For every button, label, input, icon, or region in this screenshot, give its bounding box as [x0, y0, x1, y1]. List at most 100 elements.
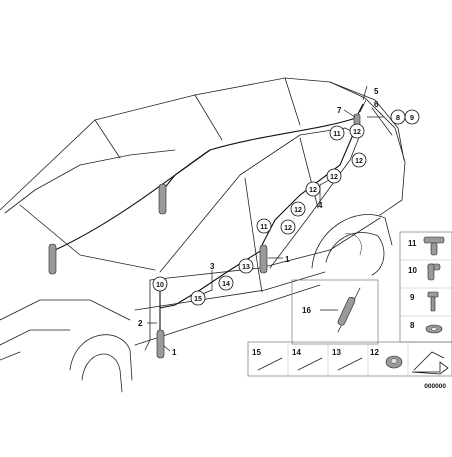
- leader-lines: [147, 85, 383, 352]
- legend-label-10: 10: [408, 266, 417, 275]
- legend-label-8: 8: [410, 321, 415, 330]
- circle-9: 9: [404, 109, 420, 125]
- legend-label-13: 13: [332, 348, 341, 357]
- car-outline: [0, 77, 406, 393]
- legend-side: 11 10 9 8: [399, 231, 452, 343]
- leader-3: [199, 270, 213, 296]
- svg-text:13: 13: [242, 264, 250, 271]
- valve-b-pillar: [259, 244, 268, 274]
- leader-7: [343, 109, 356, 118]
- circle-12-mid1: 12: [326, 168, 342, 184]
- circle-12-top: 12: [349, 123, 365, 139]
- rear-wheel-arch: [311, 214, 393, 269]
- b-pillar: [244, 177, 259, 269]
- circle-11-top: 11: [329, 125, 345, 141]
- circle-10: 10: [152, 276, 168, 292]
- callout-circles: 8 9 11 12 12 12 12 12: [152, 109, 420, 306]
- legend-label-9: 9: [410, 293, 415, 302]
- circle-12-rear: 12: [351, 152, 367, 168]
- roof-hose: [54, 103, 364, 251]
- legend-bottom: 15 14 13 12: [247, 341, 452, 377]
- svg-text:12: 12: [294, 207, 302, 214]
- callout-7: 7: [337, 106, 342, 115]
- rear-wheel-spoke: [344, 233, 362, 256]
- hose-segment-13-icon: [337, 357, 363, 371]
- circle-12-low: 12: [280, 219, 296, 235]
- svg-text:8: 8: [396, 113, 400, 122]
- rear-door-line: [299, 137, 319, 209]
- svg-text:11: 11: [333, 131, 341, 138]
- legend-side-frame: [399, 231, 452, 343]
- front-fender: [0, 299, 131, 321]
- svg-text:12: 12: [353, 129, 361, 136]
- screw-icon: [427, 291, 439, 312]
- svg-text:12: 12: [309, 187, 317, 194]
- valve-front-left: [48, 243, 57, 275]
- svg-text:9: 9: [410, 113, 414, 122]
- hose-segment-15-icon: [257, 357, 283, 371]
- sill-line: [134, 284, 321, 346]
- svg-text:11: 11: [260, 224, 268, 231]
- legend-label-12: 12: [370, 348, 379, 357]
- svg-text:12: 12: [330, 174, 338, 181]
- circle-8: 8: [390, 109, 406, 125]
- leader-5: [362, 85, 368, 101]
- svg-text:12: 12: [284, 225, 292, 232]
- clip-12-icon: [385, 355, 403, 369]
- circle-12-mid3: 12: [290, 201, 306, 217]
- detail-16-box: [291, 279, 379, 345]
- circle-12-mid2: 12: [305, 181, 321, 197]
- legend-bottom-frame: [247, 341, 452, 377]
- roof-line: [0, 77, 405, 211]
- drain-valves: [48, 113, 361, 359]
- legend-label-15: 15: [252, 348, 261, 357]
- trunk-edge: [371, 107, 393, 136]
- detail-16-frame: [291, 279, 379, 345]
- callout-6: 6: [374, 100, 379, 109]
- a-pillar-left: [94, 119, 121, 159]
- callout-1b: 1: [285, 255, 290, 264]
- circle-14: 14: [218, 275, 234, 291]
- front-wheel-arch: [69, 334, 133, 381]
- svg-text:14: 14: [222, 281, 230, 288]
- circle-11-pillar: 11: [256, 218, 272, 234]
- drain-hoses: [54, 103, 364, 330]
- svg-text:15: 15: [194, 296, 202, 303]
- valve-a-pillar: [158, 183, 167, 215]
- svg-text:12: 12: [355, 158, 363, 165]
- c-pillar-line: [284, 77, 301, 126]
- svg-text:10: 10: [156, 282, 164, 289]
- callout-3: 3: [210, 262, 215, 271]
- leader-6: [359, 99, 367, 113]
- rear-wheel: [325, 232, 385, 276]
- hood-line: [19, 204, 156, 271]
- tee-connector-icon: [423, 236, 445, 256]
- valve-front-sill: [156, 329, 165, 359]
- arrow-symbol-icon: [411, 351, 449, 375]
- hose-segment-14-icon: [297, 357, 323, 371]
- callout-2: 2: [138, 319, 143, 328]
- circle-13: 13: [238, 258, 254, 274]
- leader-1a: [163, 345, 171, 352]
- front-door-edge: [144, 279, 151, 351]
- door-gap: [257, 267, 263, 293]
- circle-15: 15: [190, 290, 206, 306]
- part-16-valve: [337, 296, 356, 326]
- washer-icon: [425, 324, 443, 334]
- callout-1a: 1: [172, 348, 177, 357]
- front-wheel: [81, 353, 123, 393]
- callout-5: 5: [374, 87, 379, 96]
- callout-16: 16: [302, 306, 311, 315]
- bumper-line: [0, 329, 71, 346]
- legend-label-11: 11: [408, 239, 417, 248]
- roof-hose-branch: [162, 149, 211, 191]
- callout-plain-labels: 5 6 7 4 1 3 2 1 16: [138, 87, 379, 357]
- headlight-edge: [0, 351, 21, 361]
- elbow-connector-icon: [427, 263, 441, 281]
- legend-label-14: 14: [292, 348, 301, 357]
- roof-crossline: [194, 94, 223, 141]
- belt-line: [149, 217, 381, 281]
- diagram-code: 000000: [424, 383, 446, 390]
